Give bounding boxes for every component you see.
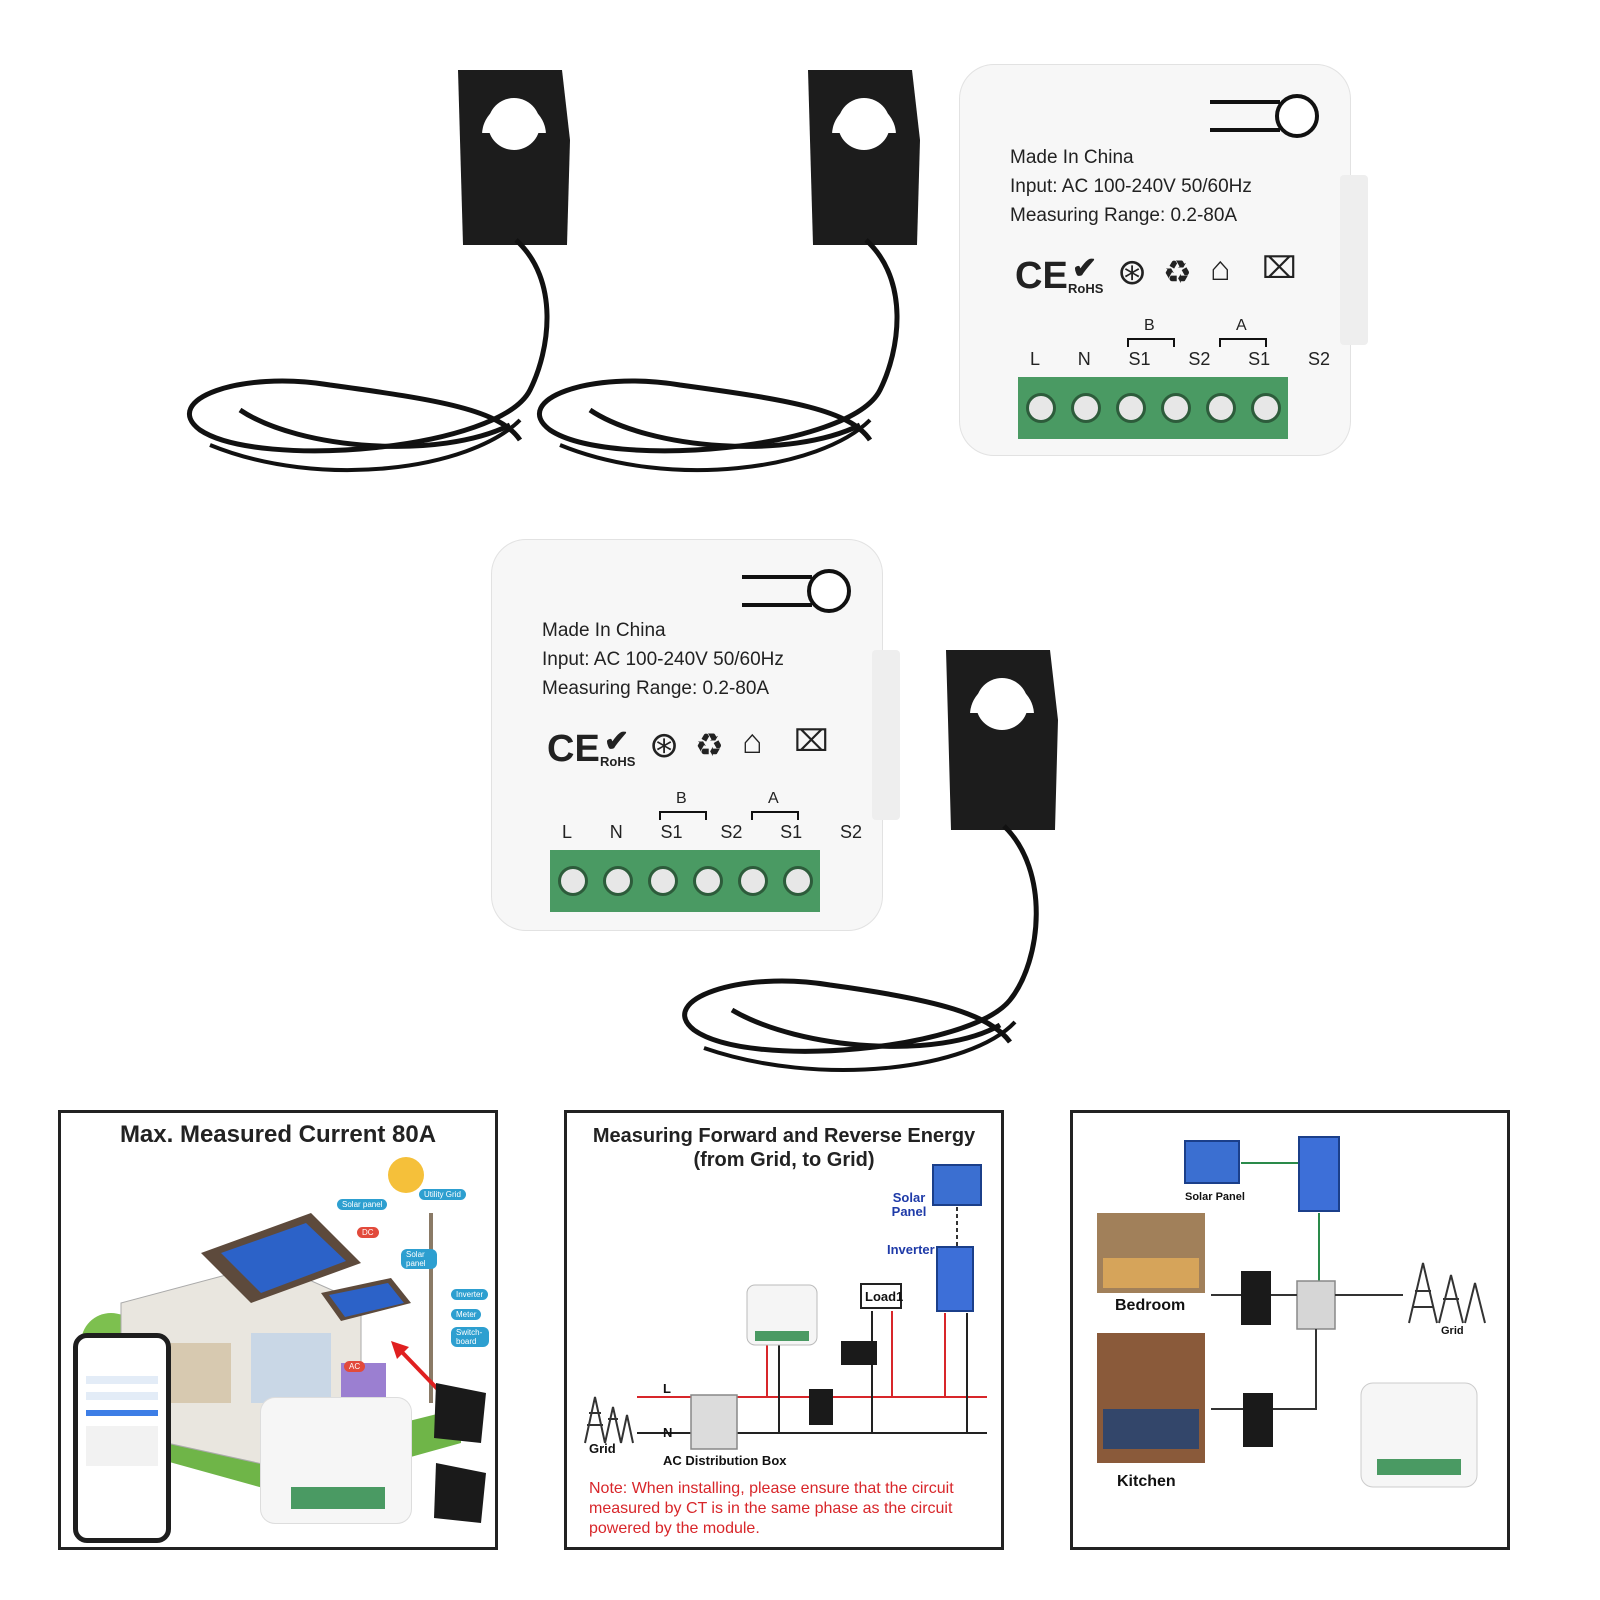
solar-panel-label: Solar Panel [891,1190,927,1219]
installation-note: Note: When installing, please ensure tha… [589,1480,954,1537]
inverter-label: Inverter [887,1242,935,1257]
tag-meter: Meter [451,1309,482,1320]
kitchen-label: Kitchen [1117,1473,1176,1490]
range-spec: Measuring Range: 0.2-80A [542,678,770,699]
room-wiring-diagram [1097,1136,1486,1488]
weee-bin-icon: ⌧ [1262,252,1297,285]
screw-icon [737,866,768,896]
recycle-icon: ♻ [695,727,724,763]
panel-room-monitoring: Solar Panel Bedroom Kitchen Grid [1070,1110,1510,1550]
panel-forward-reverse: Measuring Forward and Reverse Energy (fr… [564,1110,1004,1550]
ct-clamp-1 [186,70,570,473]
screw-icon [1115,393,1146,423]
green-dot-icon: ⊛ [649,724,680,765]
terminal-block [550,850,820,912]
smartphone-app-screenshot [73,1333,171,1543]
range-spec: Measuring Range: 0.2-80A [1010,205,1238,226]
terminal-labels: L N S1 S2 S1 S2 [562,822,862,842]
grid-label: Grid [589,1441,616,1456]
screw-icon [557,866,588,896]
screw-icon [1160,393,1191,423]
line-n-label: N [663,1425,673,1440]
line-l-label: L [663,1381,671,1396]
mini-module [261,1398,411,1523]
solar-panel-label: Solar Panel [1185,1191,1245,1203]
tag-dc: DC [357,1227,379,1238]
tag-solar-panel: Solar panel [337,1199,388,1210]
terminal-labels: L N S1 S2 S1 S2 [1030,349,1330,369]
grid-label: Grid [1441,1325,1464,1337]
input-spec: Input: AC 100-240V 50/60Hz [1010,176,1252,197]
screw-icon [1070,393,1101,423]
indoor-house-icon: ⌂ [1210,250,1231,288]
panel-title: Max. Measured Current 80A [119,1121,437,1148]
tag-utility-grid: Utility Grid [419,1189,466,1200]
green-dot-icon: ⊛ [1117,251,1148,292]
rohs-mark: RoHS [600,754,636,769]
group-b-label: B [676,790,687,807]
ct-clamp-mini [434,1383,486,1523]
screw-icon [602,866,633,896]
group-a-label: A [768,790,779,807]
tag-switchboard: Switch-board [451,1327,489,1347]
group-a-label: A [1236,317,1247,334]
wiring-diagram [584,1164,987,1450]
recycle-icon: ♻ [1163,254,1192,290]
screw-icon [647,866,678,896]
ce-mark: CE [1015,255,1068,297]
made-in-label: Made In China [1010,147,1134,168]
panel-title-line2: (from Grid, to Grid) [693,1149,875,1171]
ce-mark: CE [547,728,600,770]
indoor-house-icon: ⌂ [742,723,763,761]
input-spec: Input: AC 100-240V 50/60Hz [542,649,784,670]
terminal-block [1018,377,1288,439]
screw-icon [1025,393,1056,423]
group-b-label: B [1144,317,1155,334]
screw-icon [1250,393,1281,423]
distribution-box-label: AC Distribution Box [663,1453,787,1468]
panel-max-current: Max. Measured Current 80A Solar panel Ut… [58,1110,498,1550]
tag-inverter: Inverter [451,1289,489,1300]
made-in-label: Made In China [542,620,666,641]
rohs-check-icon: ✔ [604,725,630,758]
ct-clamp-2 [536,70,920,473]
screw-icon [1205,393,1236,423]
hole-icon [1210,94,1319,138]
tag-solar-panel-2: Solar panel [401,1249,437,1269]
hole-icon [742,569,851,613]
rohs-check-icon: ✔ [1072,252,1098,285]
rohs-mark: RoHS [1068,281,1104,296]
load-label: Load1 [865,1289,904,1304]
tag-ac: AC [344,1361,366,1372]
energy-meter-module-2: Made In China Input: AC 100-240V 50/60Hz… [492,540,912,940]
energy-meter-module-1: Made In China Input: AC 100-240V 50/60Hz… [960,65,1380,465]
panel-title-line1: Measuring Forward and Reverse Energy [592,1125,976,1147]
bedroom-label: Bedroom [1115,1297,1186,1314]
ct-clamp-3 [682,650,1058,1072]
screw-icon [692,866,723,896]
screw-icon [782,866,813,896]
weee-bin-icon: ⌧ [794,725,829,758]
